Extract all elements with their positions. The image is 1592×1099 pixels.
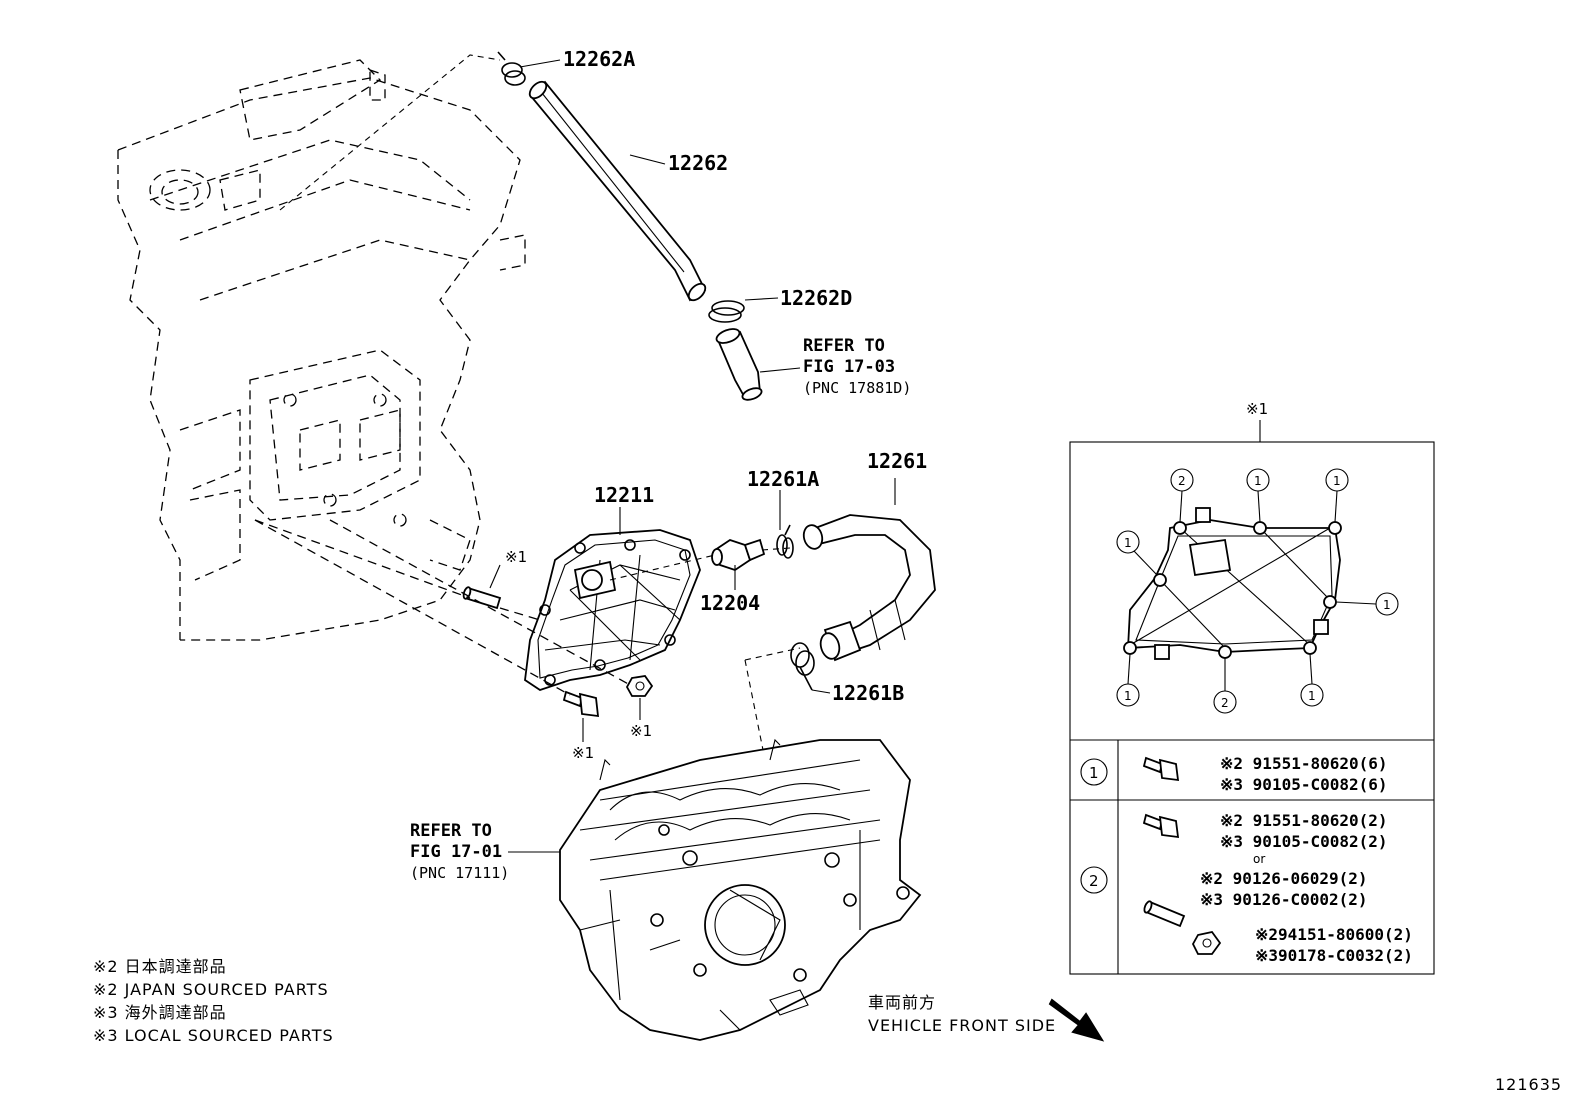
refer-top-line2: FIG 17-03 bbox=[803, 357, 895, 377]
pcv-valve-12204 bbox=[711, 538, 766, 571]
label-12261A: 12261A bbox=[747, 467, 819, 491]
guide-stud bbox=[254, 519, 471, 599]
row2-part-c: ※2 90126-06029(2) bbox=[1200, 869, 1368, 888]
row2-marker: 2 bbox=[1089, 872, 1099, 890]
vehicle-front-jp: 車両前方 bbox=[868, 993, 936, 1012]
guide-stud-2 bbox=[499, 607, 541, 621]
note-1: ※2 日本調達部品 bbox=[93, 957, 227, 976]
row1-bolt-icon bbox=[1142, 756, 1180, 782]
callout-1-d: 1 bbox=[1383, 598, 1391, 612]
label-12204: 12204 bbox=[700, 591, 760, 615]
guide-nut bbox=[329, 519, 633, 687]
row1-part-b: ※3 90105-C0082(6) bbox=[1220, 775, 1388, 794]
row2-part-b: ※3 90105-C0082(2) bbox=[1220, 832, 1388, 851]
row2-bolt-icon bbox=[1142, 813, 1180, 839]
callout-1-b: 1 bbox=[1333, 474, 1341, 488]
figure-number: 121635 bbox=[1495, 1075, 1562, 1094]
guide-bolt bbox=[254, 519, 571, 696]
callout-2-bottom: 2 bbox=[1221, 696, 1229, 710]
label-12262D: 12262D bbox=[780, 286, 852, 310]
row1-marker: 1 bbox=[1089, 764, 1099, 782]
row2-part-f: ※390178-C0032(2) bbox=[1255, 946, 1413, 965]
note-3: ※3 海外調達部品 bbox=[93, 1003, 227, 1022]
note-4: ※3 LOCAL SOURCED PARTS bbox=[93, 1026, 334, 1045]
refer-bottom-line2: FIG 17-01 bbox=[410, 842, 502, 862]
row2-part-a: ※2 91551-80620(2) bbox=[1220, 811, 1388, 830]
vehicle-front-en: VEHICLE FRONT SIDE bbox=[868, 1016, 1056, 1035]
hose-12262 bbox=[528, 80, 707, 302]
row2-part-d: ※3 90126-C0002(2) bbox=[1200, 890, 1368, 909]
clip-12261A bbox=[776, 524, 794, 559]
label-12262: 12262 bbox=[668, 151, 728, 175]
clip-12261B bbox=[790, 642, 815, 691]
detail-title: ※1 bbox=[1246, 400, 1268, 418]
label-12261: 12261 bbox=[867, 449, 927, 473]
leader-lines bbox=[489, 59, 896, 853]
mark-nut: ※1 bbox=[630, 722, 652, 740]
label-12262A: 12262A bbox=[563, 47, 635, 71]
mark-bolt: ※1 bbox=[572, 744, 594, 762]
callout-2-top: 2 bbox=[1178, 474, 1186, 488]
mark-stud: ※1 bbox=[505, 548, 527, 566]
note-2: ※2 JAPAN SOURCED PARTS bbox=[93, 980, 329, 999]
callout-1-e: 1 bbox=[1124, 689, 1132, 703]
intake-manifold bbox=[559, 738, 922, 1041]
row1-part-a: ※2 91551-80620(6) bbox=[1220, 754, 1388, 773]
refer-bottom-line3: (PNC 17111) bbox=[410, 864, 509, 882]
cover-12211 bbox=[524, 529, 701, 691]
row2-nut-icon bbox=[1191, 930, 1222, 955]
nut bbox=[625, 675, 654, 697]
refer-bottom-line1: REFER TO bbox=[410, 821, 492, 841]
refer-top-line1: REFER TO bbox=[803, 336, 885, 356]
refer-top-line3: (PNC 17881D) bbox=[803, 379, 911, 397]
callout-1-c: 1 bbox=[1124, 536, 1132, 550]
guide-12261B bbox=[744, 647, 801, 661]
clip-12262A bbox=[497, 51, 526, 86]
engine-block-outline bbox=[117, 59, 526, 641]
flange-bolt bbox=[562, 690, 600, 718]
hose-12261 bbox=[802, 514, 936, 662]
label-12211: 12211 bbox=[594, 483, 654, 507]
callout-1-f: 1 bbox=[1308, 689, 1316, 703]
guide-12262A bbox=[279, 54, 501, 211]
label-12261B: 12261B bbox=[832, 681, 904, 705]
vehicle-front-arrow-icon bbox=[1048, 998, 1105, 1042]
detail-box: ※1 bbox=[1069, 400, 1435, 975]
guide-pcv bbox=[609, 554, 716, 581]
connector-17881D bbox=[715, 328, 763, 401]
row2-or: or bbox=[1253, 852, 1265, 866]
row2-stud-icon bbox=[1143, 900, 1186, 928]
guide-pcv-2 bbox=[761, 547, 791, 551]
clip-12262D bbox=[708, 300, 745, 323]
row2-part-e: ※294151-80600(2) bbox=[1255, 925, 1413, 944]
callout-1-a: 1 bbox=[1254, 474, 1262, 488]
